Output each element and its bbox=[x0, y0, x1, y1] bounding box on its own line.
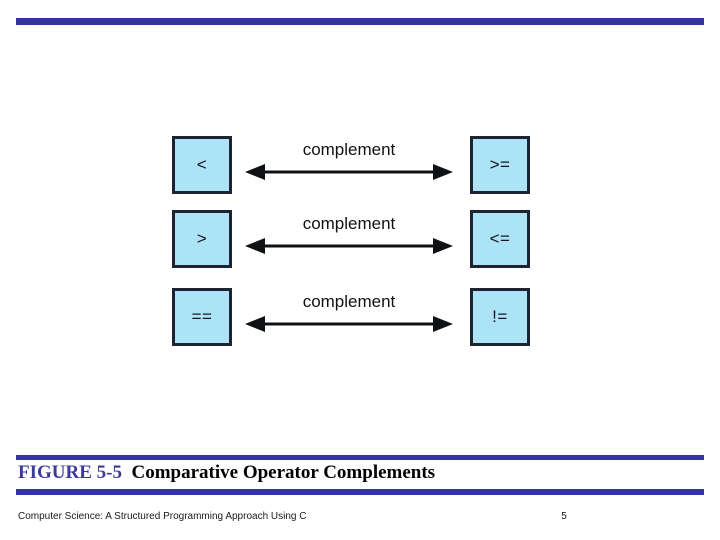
arrow-label: complement bbox=[302, 214, 396, 233]
operator-box-left: > bbox=[172, 210, 232, 268]
operator-box-left: < bbox=[172, 136, 232, 194]
complement-arrow-group: complement bbox=[243, 288, 455, 346]
operator-box-left: == bbox=[172, 288, 232, 346]
double-headed-arrow-icon bbox=[245, 316, 453, 332]
diagram-row: < complement >= bbox=[0, 136, 720, 198]
complement-arrow-group: complement bbox=[243, 136, 455, 194]
figure-caption: FIGURE 5-5 Comparative Operator Compleme… bbox=[18, 462, 435, 484]
double-headed-arrow-icon bbox=[245, 164, 453, 180]
operator-box-right: != bbox=[470, 288, 530, 346]
figure-number: FIGURE 5-5 bbox=[18, 462, 122, 483]
complement-diagram: < complement >= > complement bbox=[0, 120, 720, 370]
footer-book-title: Computer Science: A Structured Programmi… bbox=[18, 511, 307, 522]
diagram-row: > complement <= bbox=[0, 210, 720, 272]
footer-page-number: 5 bbox=[561, 511, 567, 522]
caption-bottom-rule bbox=[16, 489, 704, 495]
operator-box-right: >= bbox=[470, 136, 530, 194]
arrow-label: complement bbox=[302, 140, 396, 159]
arrow-label: complement bbox=[302, 292, 396, 311]
operator-box-right: <= bbox=[470, 210, 530, 268]
caption-top-rule bbox=[16, 455, 704, 460]
top-divider-rule bbox=[16, 18, 704, 25]
complement-arrow-group: complement bbox=[243, 210, 455, 268]
figure-title: Comparative Operator Complements bbox=[131, 462, 436, 483]
double-headed-arrow-icon bbox=[245, 238, 453, 254]
diagram-row: == complement != bbox=[0, 288, 720, 350]
